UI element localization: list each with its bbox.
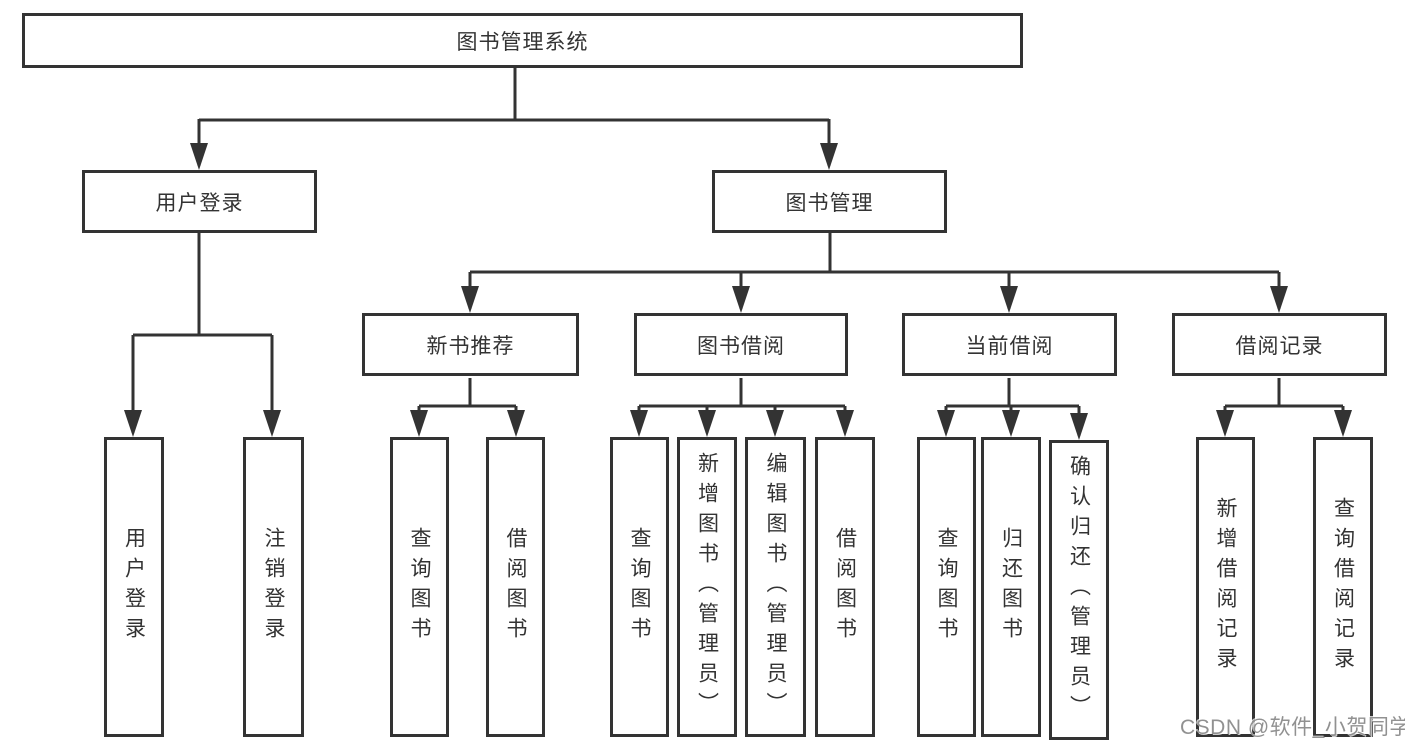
leaf-edit-book-admin: 编辑图书（管理员） <box>745 437 806 737</box>
leaf-add-borrow-record: 新增借阅记录 <box>1196 437 1255 737</box>
node-new-book-recommend: 新书推荐 <box>362 313 579 376</box>
leaf-add-book-admin: 新增图书（管理员） <box>677 437 737 737</box>
csdn-watermark: CSDN @软件_小贺同学 <box>1180 716 1405 739</box>
arrowhead <box>1000 286 1018 313</box>
arrowhead <box>1002 410 1020 437</box>
node-user-login: 用户登录 <box>82 170 317 233</box>
node-system-root: 图书管理系统 <box>22 13 1023 68</box>
leaf-return-book: 归还图书 <box>981 437 1041 737</box>
leaf-user-login: 用户登录 <box>104 437 164 737</box>
connector-book-borrow-children <box>637 378 847 433</box>
node-book-borrow: 图书借阅 <box>634 313 848 376</box>
leaf-query-book: 查询图书 <box>390 437 449 737</box>
arrowhead <box>461 286 479 313</box>
leaf-query-book: 查询图书 <box>917 437 976 737</box>
arrowhead <box>410 410 428 437</box>
leaf-confirm-return-admin: 确认归还（管理员） <box>1049 440 1109 740</box>
arrowhead <box>836 410 854 437</box>
node-borrow-record: 借阅记录 <box>1172 313 1387 376</box>
arrowhead <box>937 410 955 437</box>
leaf-query-borrow-record: 查询借阅记录 <box>1313 437 1373 737</box>
arrowhead <box>124 410 142 437</box>
connector-book-management-children <box>468 233 1281 309</box>
connector-root-to-level2 <box>197 68 831 166</box>
arrowhead <box>698 410 716 437</box>
connector-borrow-record-children <box>1223 378 1345 433</box>
arrowhead <box>1334 410 1352 437</box>
arrowhead <box>190 143 208 170</box>
arrowhead <box>820 143 838 170</box>
node-current-borrow: 当前借阅 <box>902 313 1117 376</box>
arrowhead <box>1070 413 1088 440</box>
connector-user-login-children <box>131 233 274 433</box>
arrowhead <box>630 410 648 437</box>
leaf-logout: 注销登录 <box>243 437 304 737</box>
arrowhead <box>1216 410 1234 437</box>
leaf-query-book: 查询图书 <box>610 437 669 737</box>
node-book-management: 图书管理 <box>712 170 947 233</box>
arrowhead <box>507 410 525 437</box>
connector-new-book-recommend-children <box>417 378 518 433</box>
arrowhead <box>263 410 281 437</box>
arrowhead <box>1270 286 1288 313</box>
leaf-borrow-book: 借阅图书 <box>815 437 875 737</box>
arrowhead <box>766 410 784 437</box>
leaf-borrow-book: 借阅图书 <box>486 437 545 737</box>
arrowhead <box>732 286 750 313</box>
